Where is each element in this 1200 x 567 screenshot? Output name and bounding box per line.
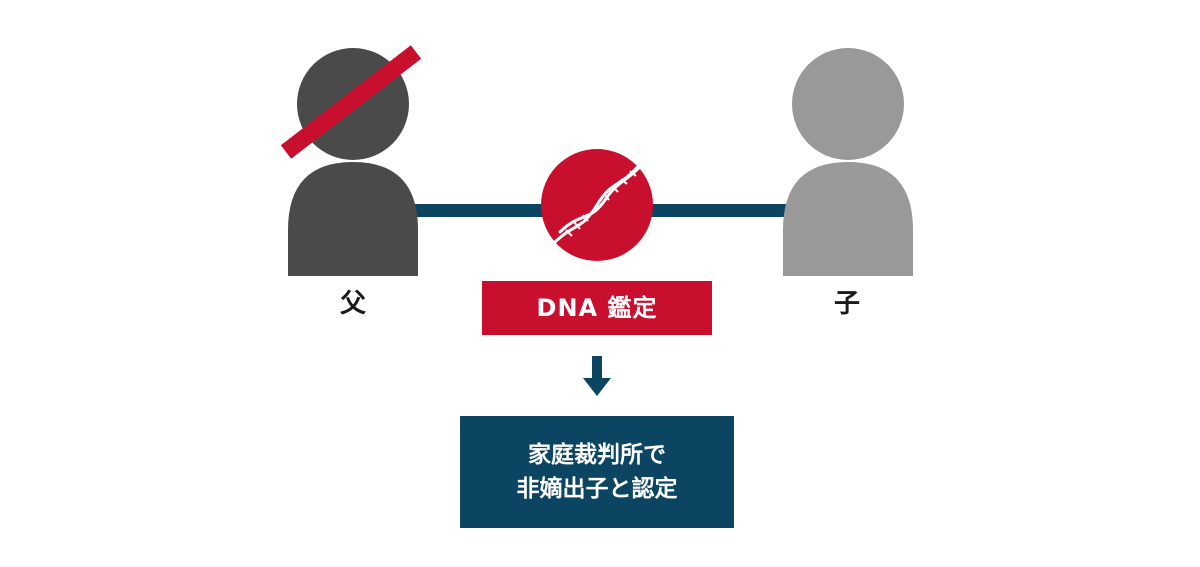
father-label: 父 <box>339 289 366 319</box>
father-body <box>288 162 418 276</box>
dna-test-label: DNA 鑑定 <box>482 281 712 335</box>
father-figure <box>280 45 422 276</box>
result-line-2: 非嫡出子と認定 <box>516 476 678 502</box>
result-line-1: 家庭裁判所で <box>528 442 666 468</box>
dna-helix-icon <box>541 149 653 261</box>
child-body <box>783 162 913 276</box>
child-head <box>792 48 904 160</box>
child-label: 子 <box>833 289 860 319</box>
child-figure <box>783 48 913 276</box>
arrow-down-icon <box>583 356 611 396</box>
strike-through-slash <box>280 45 422 159</box>
result-box: 家庭裁判所で 非嫡出子と認定 <box>460 416 734 528</box>
